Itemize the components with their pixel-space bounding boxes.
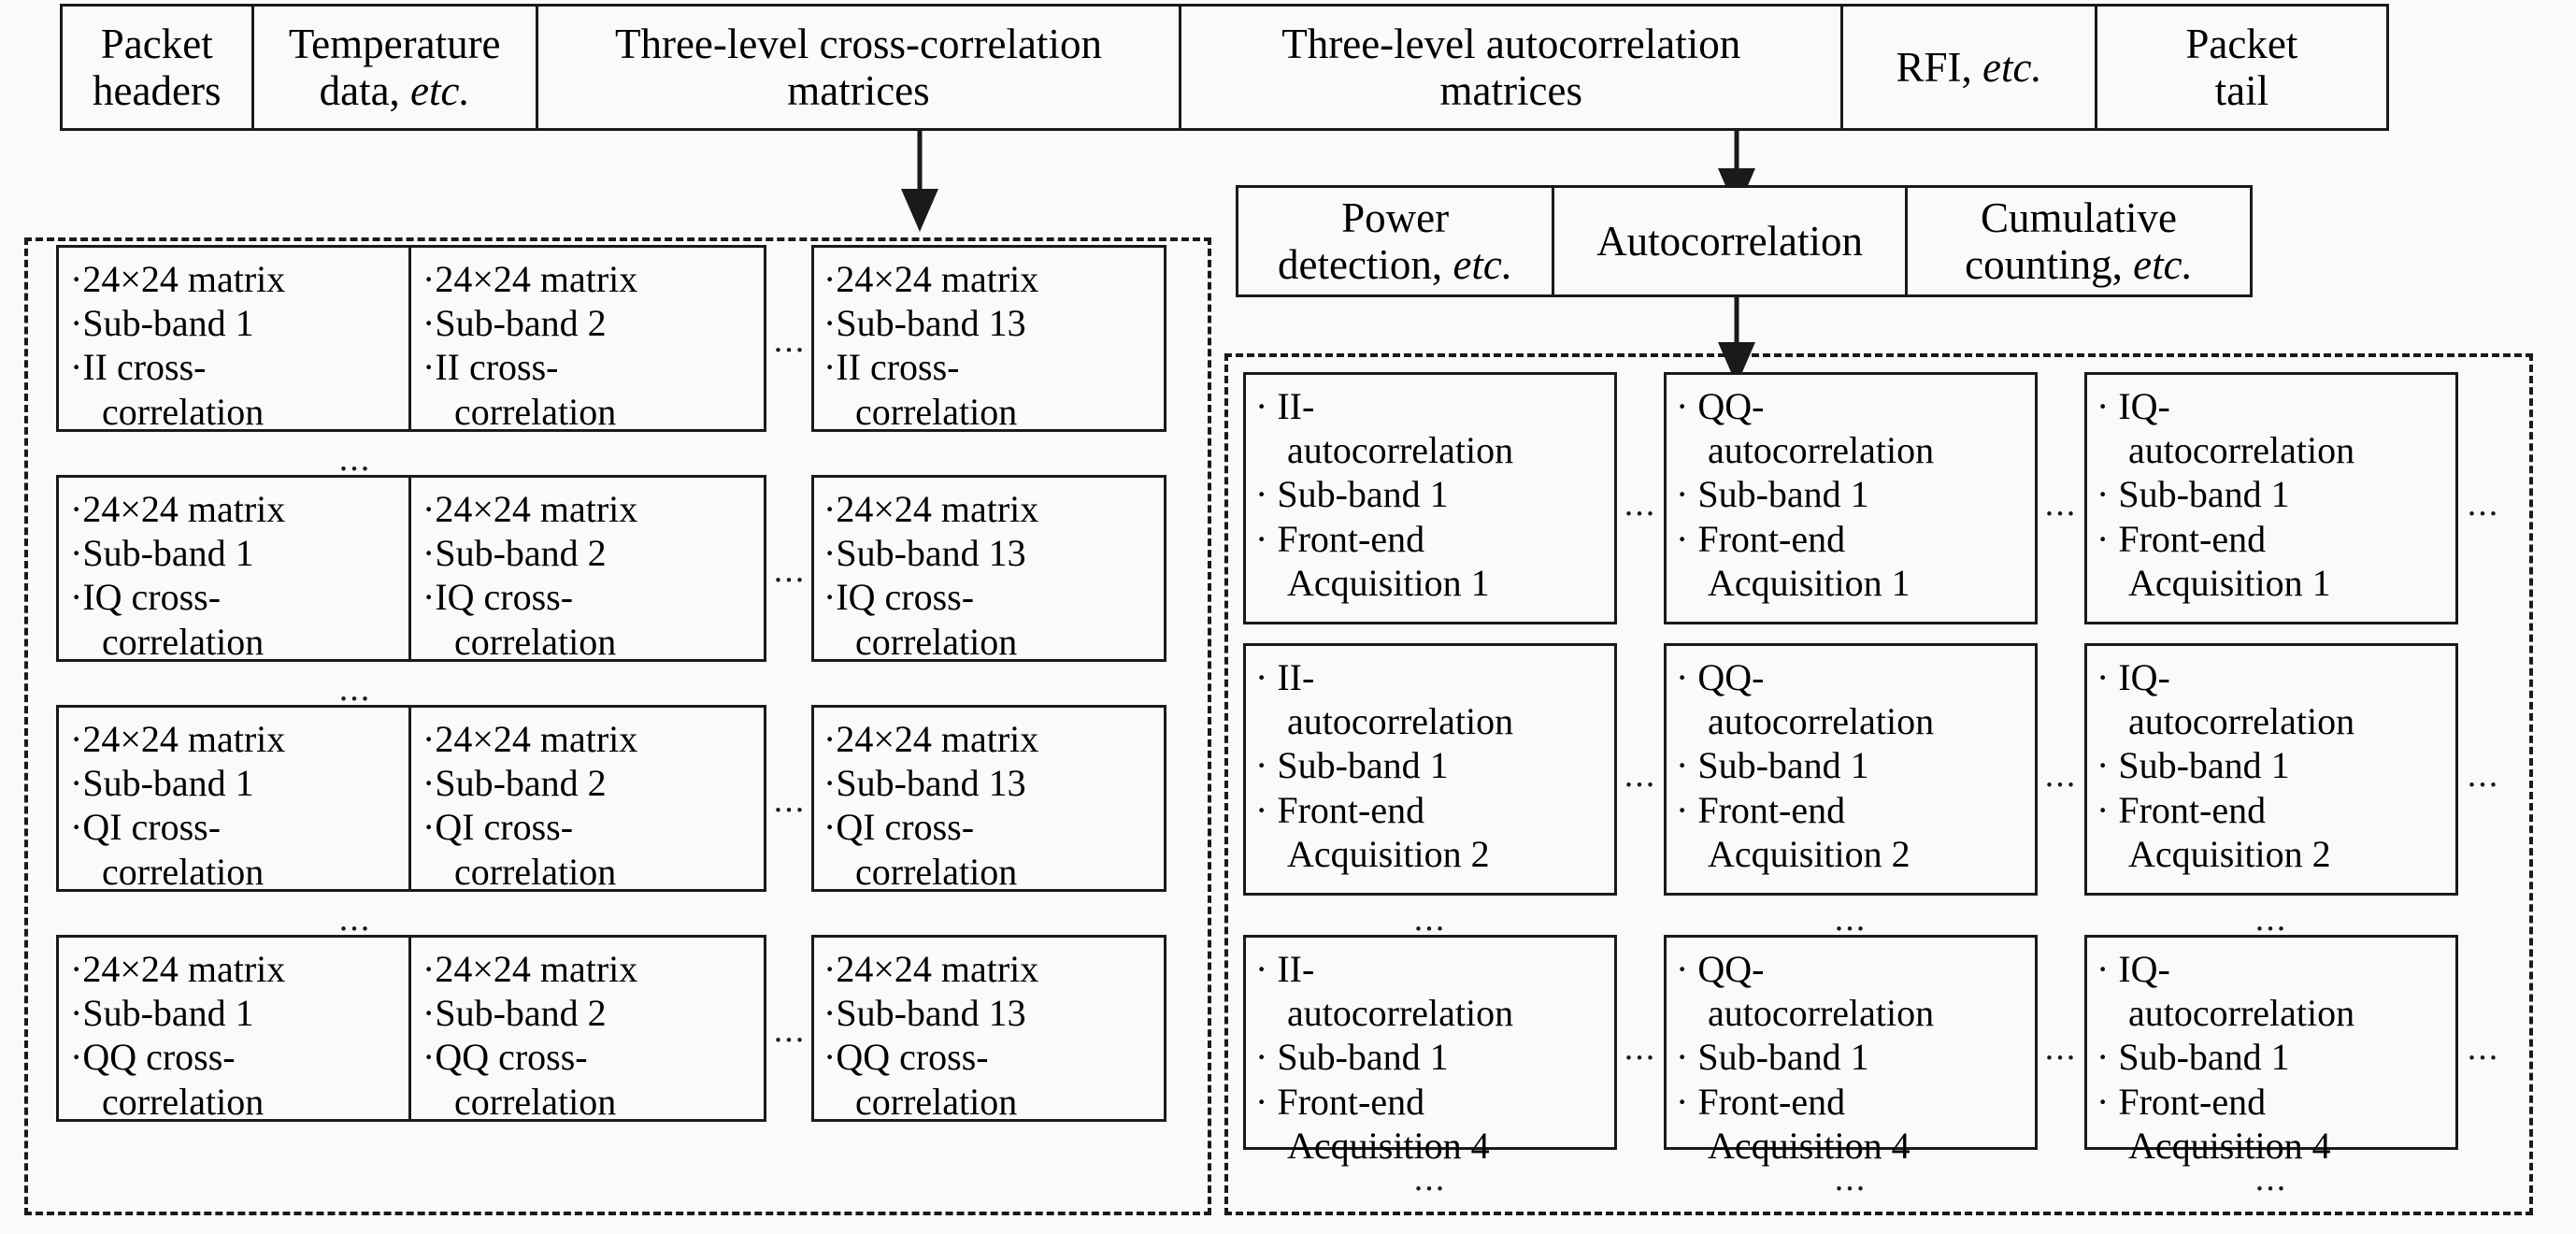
ac-ellipsis-row1-b: ... <box>2044 484 2078 524</box>
cc-ellipsis-between-qi-qq: ... <box>338 899 372 939</box>
ac-ellipsis-row1-c: ... <box>2467 484 2500 524</box>
cc-box-qq-subband-13: ·24×24 matrix ·Sub-band 13 ·QQ cross- co… <box>811 935 1166 1123</box>
ac-box-qq-acq-2: · QQ- autocorrelation · Sub-band 1 · Fro… <box>1664 643 2038 896</box>
processing-cell-autocorrelation: Autocorrelation <box>1554 188 1909 294</box>
cc-box-qi-subband-1-2: ·24×24 matrix ·Sub-band 1 ·QI cross- cor… <box>56 705 766 893</box>
cc-box-qi-subband-2: ·24×24 matrix ·Sub-band 2 ·QI cross- cor… <box>422 718 638 893</box>
ac-ellipsis-between-row2-row3-c: ... <box>2254 899 2288 939</box>
cc-box-iq-subband-1-2: ·24×24 matrix ·Sub-band 1 ·IQ cross- cor… <box>56 475 766 663</box>
cc-box-qq-subband-1-2: ·24×24 matrix ·Sub-band 1 ·QQ cross- cor… <box>56 935 766 1123</box>
ac-ellipsis-row2-c: ... <box>2467 755 2500 795</box>
cc-box-qi-subband-1: ·24×24 matrix ·Sub-band 1 ·QI cross- cor… <box>59 708 411 893</box>
ac-box-iq-acq-4: · IQ- autocorrelation · Sub-band 1 · Fro… <box>2084 935 2458 1167</box>
cc-box-iq-subband-2: ·24×24 matrix ·Sub-band 2 ·IQ cross- cor… <box>422 488 638 663</box>
autocorrelation-detail-panel <box>1224 353 2533 1215</box>
ac-box-ii-acq-2: · II- autocorrelation · Sub-band 1 · Fro… <box>1243 643 1617 896</box>
cc-box-ii-subband-1: ·24×24 matrix ·Sub-band 1 ·II cross- cor… <box>59 248 411 433</box>
ac-ellipsis-bottom-a: ... <box>1413 1159 1447 1198</box>
ac-ellipsis-row2-a: ... <box>1624 755 1657 795</box>
cc-ellipsis-between-iq-qi: ... <box>338 669 372 709</box>
cc-box-qq-subband-1: ·24×24 matrix ·Sub-band 1 ·QQ cross- cor… <box>59 938 411 1123</box>
cc-box-qi-subband-13: ·24×24 matrix ·Sub-band 13 ·QI cross- co… <box>811 705 1166 893</box>
cc-box-iq-subband-1: ·24×24 matrix ·Sub-band 1 ·IQ cross- cor… <box>59 478 411 663</box>
packet-cell-rfi: RFI, etc. <box>1843 7 2097 128</box>
cc-ellipsis-iq-row: ... <box>773 551 807 590</box>
ac-box-qq-acq-1: · QQ- autocorrelation · Sub-band 1 · Fro… <box>1664 372 2038 624</box>
cross-correlation-detail-panel <box>24 237 1211 1215</box>
ac-ellipsis-bottom-c: ... <box>2254 1159 2288 1198</box>
ac-box-ii-acq-4: · II- autocorrelation · Sub-band 1 · Fro… <box>1243 935 1617 1167</box>
ac-box-iq-acq-2: · IQ- autocorrelation · Sub-band 1 · Fro… <box>2084 643 2458 896</box>
cc-box-ii-subband-13: ·24×24 matrix ·Sub-band 13 ·II cross- co… <box>811 245 1166 433</box>
cc-box-qq-subband-2: ·24×24 matrix ·Sub-band 2 ·QQ cross- cor… <box>422 948 638 1123</box>
ac-ellipsis-row1-a: ... <box>1624 484 1657 524</box>
cc-ellipsis-ii-row: ... <box>773 321 807 360</box>
cc-box-iq-subband-13: ·24×24 matrix ·Sub-band 13 ·IQ cross- co… <box>811 475 1166 663</box>
cc-box-ii-subband-2: ·24×24 matrix ·Sub-band 2 ·II cross- cor… <box>422 258 638 433</box>
ac-ellipsis-row3-c: ... <box>2467 1028 2500 1068</box>
cc-box-ii-subband-1-2: ·24×24 matrix ·Sub-band 1 ·II cross- cor… <box>56 245 766 433</box>
ac-box-ii-acq-1: · II- autocorrelation · Sub-band 1 · Fro… <box>1243 372 1617 624</box>
ac-ellipsis-row3-b: ... <box>2044 1028 2078 1068</box>
ac-ellipsis-bottom-b: ... <box>1834 1159 1868 1198</box>
ac-ellipsis-between-row2-row3-a: ... <box>1413 899 1447 939</box>
ac-ellipsis-row2-b: ... <box>2044 755 2078 795</box>
ac-ellipsis-row3-a: ... <box>1624 1028 1657 1068</box>
cc-ellipsis-between-ii-iq: ... <box>338 439 372 479</box>
ac-box-iq-acq-1: · IQ- autocorrelation · Sub-band 1 · Fro… <box>2084 372 2458 624</box>
cc-ellipsis-qi-row: ... <box>773 781 807 820</box>
cc-ellipsis-qq-row: ... <box>773 1011 807 1050</box>
ac-box-qq-acq-4: · QQ- autocorrelation · Sub-band 1 · Fro… <box>1664 935 2038 1167</box>
ac-ellipsis-between-row2-row3-b: ... <box>1834 899 1868 939</box>
